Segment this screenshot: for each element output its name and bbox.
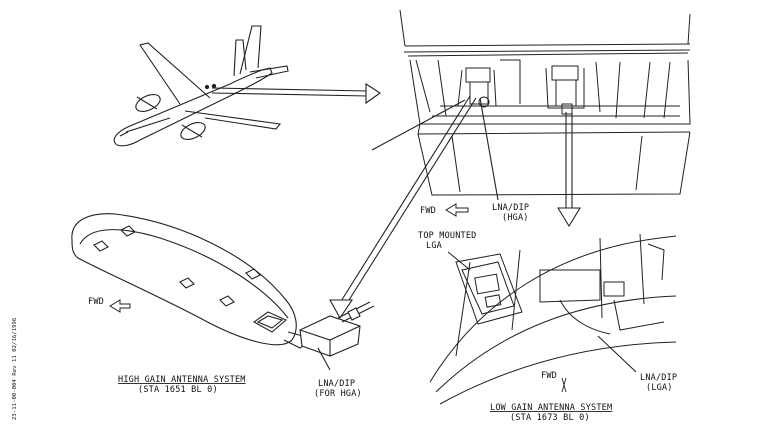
lna-dip-hga-box bbox=[299, 301, 375, 371]
lga-view-drawing bbox=[429, 233, 677, 405]
caption-lga-title: LOW GAIN ANTENNA SYSTEM bbox=[490, 403, 612, 413]
label-fwd-upper: FWD bbox=[420, 206, 436, 216]
fwd-arrow-left bbox=[109, 299, 131, 313]
label-top-mounted-lga: LGA bbox=[426, 241, 442, 251]
caption-hga-sub: (STA 1651 BL 0) bbox=[138, 385, 218, 395]
airplane-callout-arrow bbox=[211, 82, 381, 105]
label-top-mounted: TOP MOUNTED bbox=[418, 231, 477, 241]
label-lna-dip-hga-top-sub: (HGA) bbox=[502, 213, 529, 223]
label-fwd-left: FWD bbox=[88, 297, 104, 307]
label-fwd-right: FWD bbox=[541, 371, 557, 381]
fwd-arrow-upper bbox=[445, 203, 469, 217]
hga-fairing-drawing bbox=[71, 213, 313, 349]
label-lna-dip-bottom-sub: (FOR HGA) bbox=[314, 389, 362, 399]
airplane-drawing bbox=[113, 25, 289, 147]
caption-lga-sub: (STA 1673 BL 0) bbox=[510, 413, 590, 423]
cabin-leader-lines bbox=[329, 95, 581, 320]
drawing-reference-code: 23-11-00-004 Rev 11 02/16/1996 bbox=[12, 318, 18, 420]
label-lna-dip-lga-sub: (LGA) bbox=[646, 383, 673, 393]
label-lna-dip-bottom: LNA/DIP bbox=[318, 379, 355, 389]
label-lna-dip-hga-top: LNA/DIP bbox=[492, 203, 529, 213]
cabin-ceiling-drawing bbox=[399, 9, 691, 196]
caption-hga-title: HIGH GAIN ANTENNA SYSTEM bbox=[118, 375, 246, 385]
label-lna-dip-lga: LNA/DIP bbox=[640, 373, 677, 383]
